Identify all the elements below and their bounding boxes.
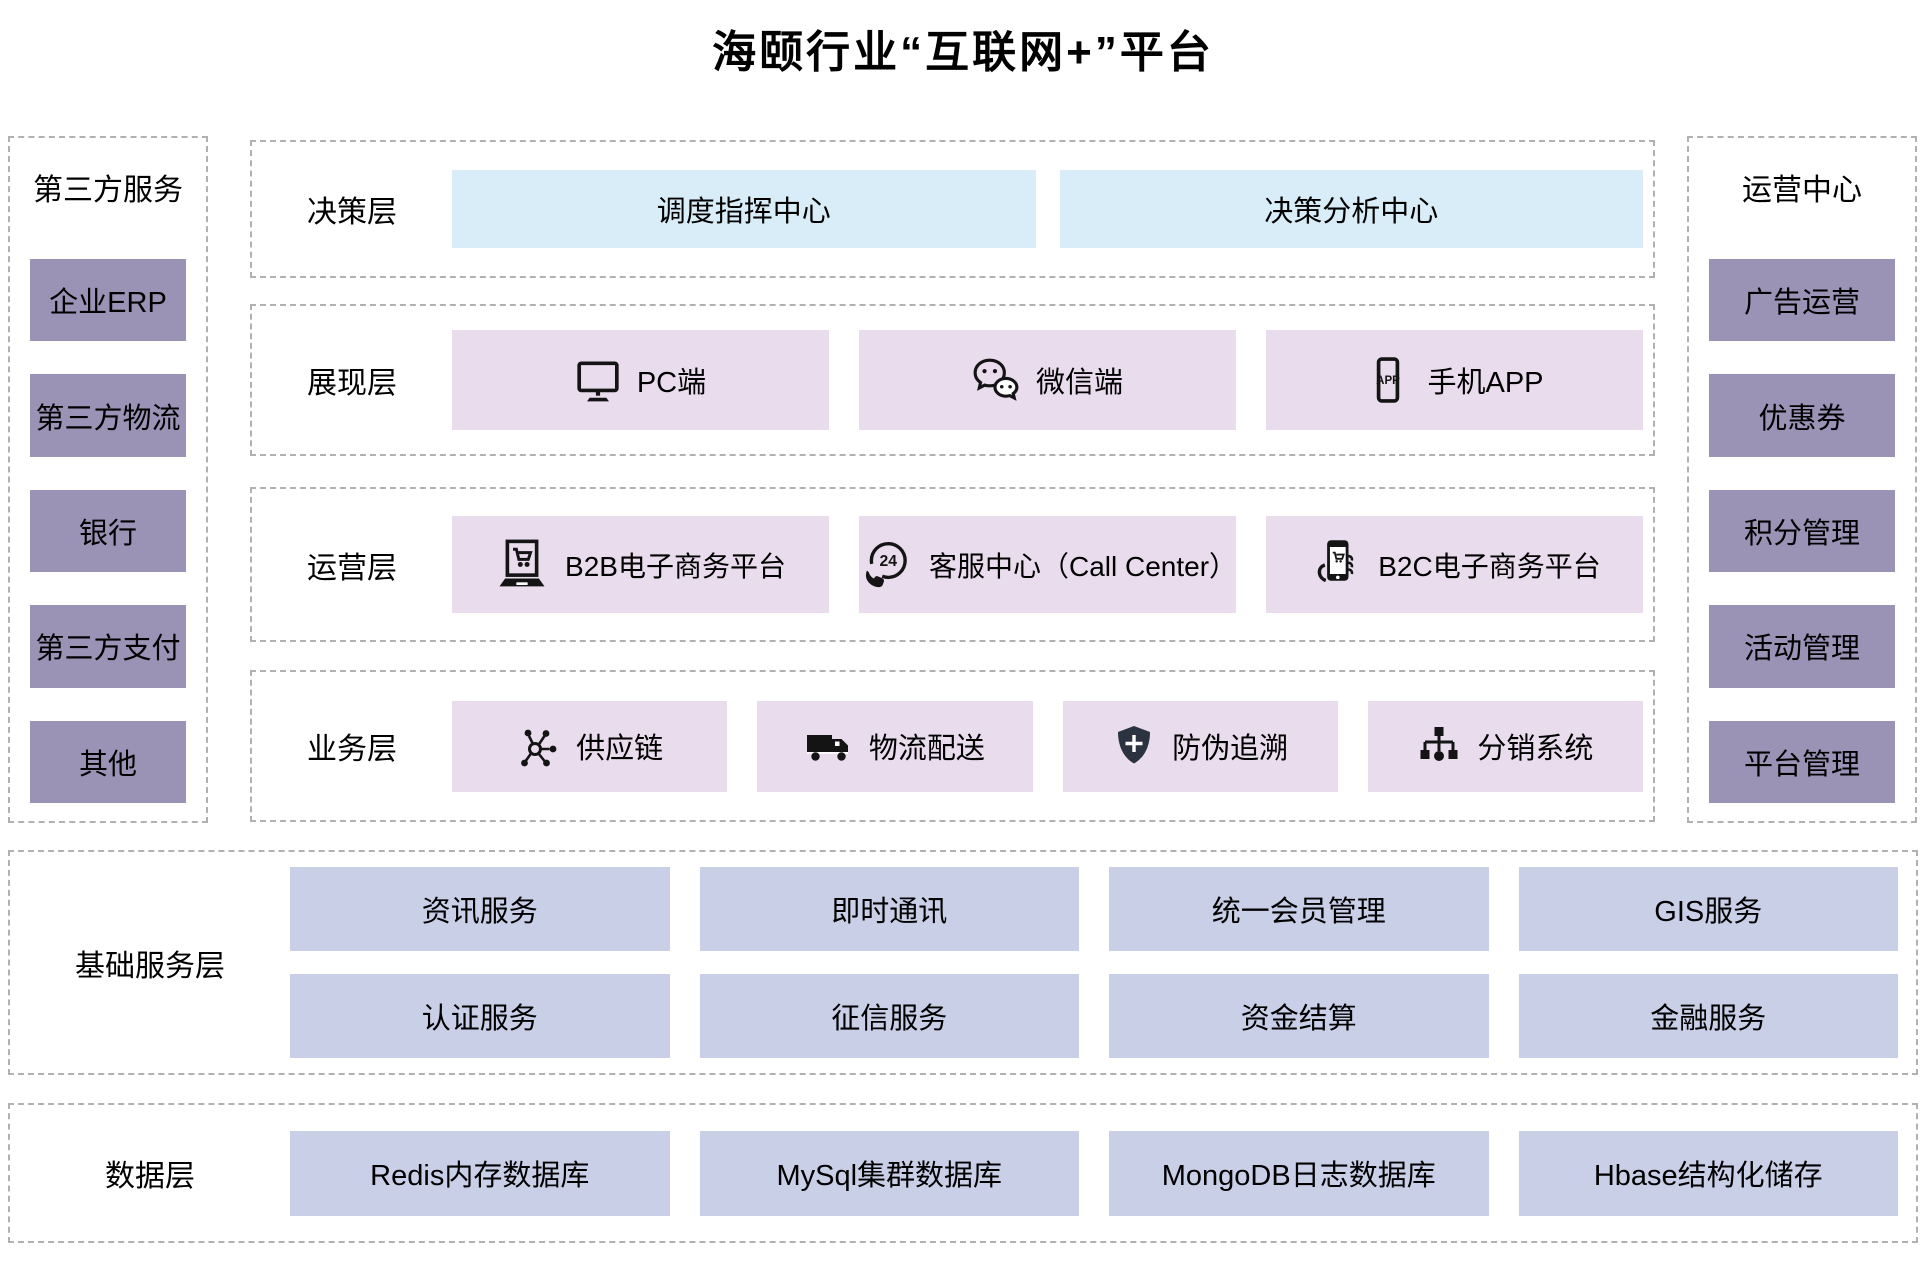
decision-layer-row: 决策层 调度指挥中心 决策分析中心	[250, 140, 1655, 278]
dispatch-command-center-box: 调度指挥中心	[452, 170, 1036, 248]
supply-chain-box: 供应链	[452, 700, 728, 792]
presentation-layer-row: 展现层 PC端	[250, 304, 1655, 456]
distribution-system-box: 分销系统	[1367, 700, 1643, 792]
box-label: B2B电子商务平台	[565, 550, 786, 582]
box-label: 防伪追溯	[1172, 733, 1289, 765]
operation-boxes: B2B电子商务平台 24 客服中心（Call Center）	[452, 516, 1643, 613]
service-box-news: 资讯服务	[290, 867, 670, 951]
third-party-item-other: 其他	[30, 720, 186, 804]
operation-center-panel: 运营中心 广告运营 优惠券 积分管理 活动管理 平台管理	[1687, 136, 1917, 823]
pc-client-box: PC端	[452, 330, 829, 430]
panel-title: 第三方服务	[33, 174, 183, 207]
service-box-im: 即时通讯	[699, 867, 1079, 951]
box-label: 供应链	[576, 733, 664, 765]
truck-icon	[805, 722, 853, 770]
opcenter-item-coupon: 优惠券	[1709, 374, 1895, 457]
shield-icon	[1112, 724, 1156, 768]
service-box-gis: GIS服务	[1518, 867, 1898, 951]
layer-label: 数据层	[105, 1160, 195, 1193]
base-services-layer-section: 基础服务层 资讯服务 即时通讯 统一会员管理 GIS服务 认证服务 征信服务 资…	[8, 850, 1918, 1075]
service-box-member: 统一会员管理	[1109, 867, 1489, 951]
call-center-box: 24 客服中心（Call Center）	[859, 516, 1238, 613]
service-box-auth: 认证服务	[290, 974, 670, 1058]
hierarchy-icon	[1417, 724, 1461, 768]
data-layer-section: 数据层 Redis内存数据库 MySql集群数据库 MongoDB日志数据库 H…	[8, 1103, 1918, 1243]
business-layer-row: 业务层 供应链	[250, 670, 1655, 822]
third-party-services-panel: 第三方服务 企业ERP 第三方物流 银行 第三方支付 其他	[8, 136, 208, 823]
svg-text:24: 24	[879, 553, 897, 570]
page-title: 海颐行业“互联网+”平台	[712, 28, 1214, 77]
wechat-icon	[972, 357, 1020, 403]
data-layer-grid: Redis内存数据库 MySql集群数据库 MongoDB日志数据库 Hbase…	[290, 1130, 1898, 1216]
service-box-settlement: 资金结算	[1109, 974, 1489, 1058]
decision-boxes: 调度指挥中心 决策分析中心	[452, 170, 1643, 248]
third-party-item-payment: 第三方支付	[30, 605, 186, 688]
monitor-icon	[575, 357, 621, 403]
mobile-app-box: APP 手机APP	[1266, 330, 1643, 430]
layer-label: 决策层	[307, 196, 397, 229]
panel-title: 运营中心	[1742, 174, 1862, 207]
business-boxes: 供应链 物流配送	[452, 700, 1643, 792]
third-party-item-logistics: 第三方物流	[30, 374, 186, 457]
presentation-boxes: PC端 微信端	[452, 330, 1643, 430]
opcenter-item-platform: 平台管理	[1709, 720, 1895, 804]
box-label: 手机APP	[1427, 367, 1544, 399]
opcenter-item-ads: 广告运营	[1709, 259, 1895, 342]
mobile-app-icon: APP	[1365, 357, 1411, 403]
db-box-hbase: Hbase结构化储存	[1518, 1130, 1898, 1216]
callcenter-24-icon: 24	[859, 538, 913, 592]
b2b-cart-laptop-icon	[495, 538, 549, 592]
b2b-ecommerce-box: B2B电子商务平台	[452, 516, 829, 613]
decision-analysis-center-box: 决策分析中心	[1059, 170, 1643, 248]
logistics-delivery-box: 物流配送	[757, 700, 1033, 792]
opcenter-item-points: 积分管理	[1709, 489, 1895, 573]
operation-layer-row: 运营层 B2B电子商务平台	[250, 487, 1655, 642]
service-box-finance: 金融服务	[1518, 974, 1898, 1058]
box-label: 分销系统	[1477, 733, 1594, 765]
anti-counterfeit-box: 防伪追溯	[1062, 700, 1338, 792]
layer-label: 展现层	[307, 367, 397, 400]
svg-text:APP: APP	[1377, 375, 1401, 387]
layer-label: 运营层	[307, 551, 397, 585]
db-box-redis: Redis内存数据库	[290, 1130, 670, 1216]
supply-network-icon	[516, 724, 560, 768]
box-label: 微信端	[1035, 367, 1123, 399]
box-label: PC端	[636, 367, 707, 399]
box-label: B2C电子商务平台	[1378, 550, 1601, 582]
third-party-item-bank: 银行	[30, 489, 186, 573]
b2c-ecommerce-box: B2C电子商务平台	[1266, 516, 1643, 613]
b2c-phone-cart-icon	[1308, 538, 1362, 592]
db-box-mongodb: MongoDB日志数据库	[1109, 1130, 1489, 1216]
layer-label: 业务层	[307, 733, 397, 766]
layer-label: 基础服务层	[75, 949, 225, 983]
box-label: 物流配送	[868, 733, 985, 765]
opcenter-item-activity: 活动管理	[1709, 605, 1895, 688]
db-box-mysql: MySql集群数据库	[699, 1130, 1079, 1216]
base-services-grid: 资讯服务 即时通讯 统一会员管理 GIS服务 认证服务 征信服务 资金结算 金融…	[290, 867, 1898, 1058]
service-box-credit: 征信服务	[699, 974, 1079, 1058]
wechat-client-box: 微信端	[859, 330, 1236, 430]
box-label: 客服中心（Call Center）	[929, 550, 1238, 582]
third-party-item-erp: 企业ERP	[30, 259, 186, 342]
